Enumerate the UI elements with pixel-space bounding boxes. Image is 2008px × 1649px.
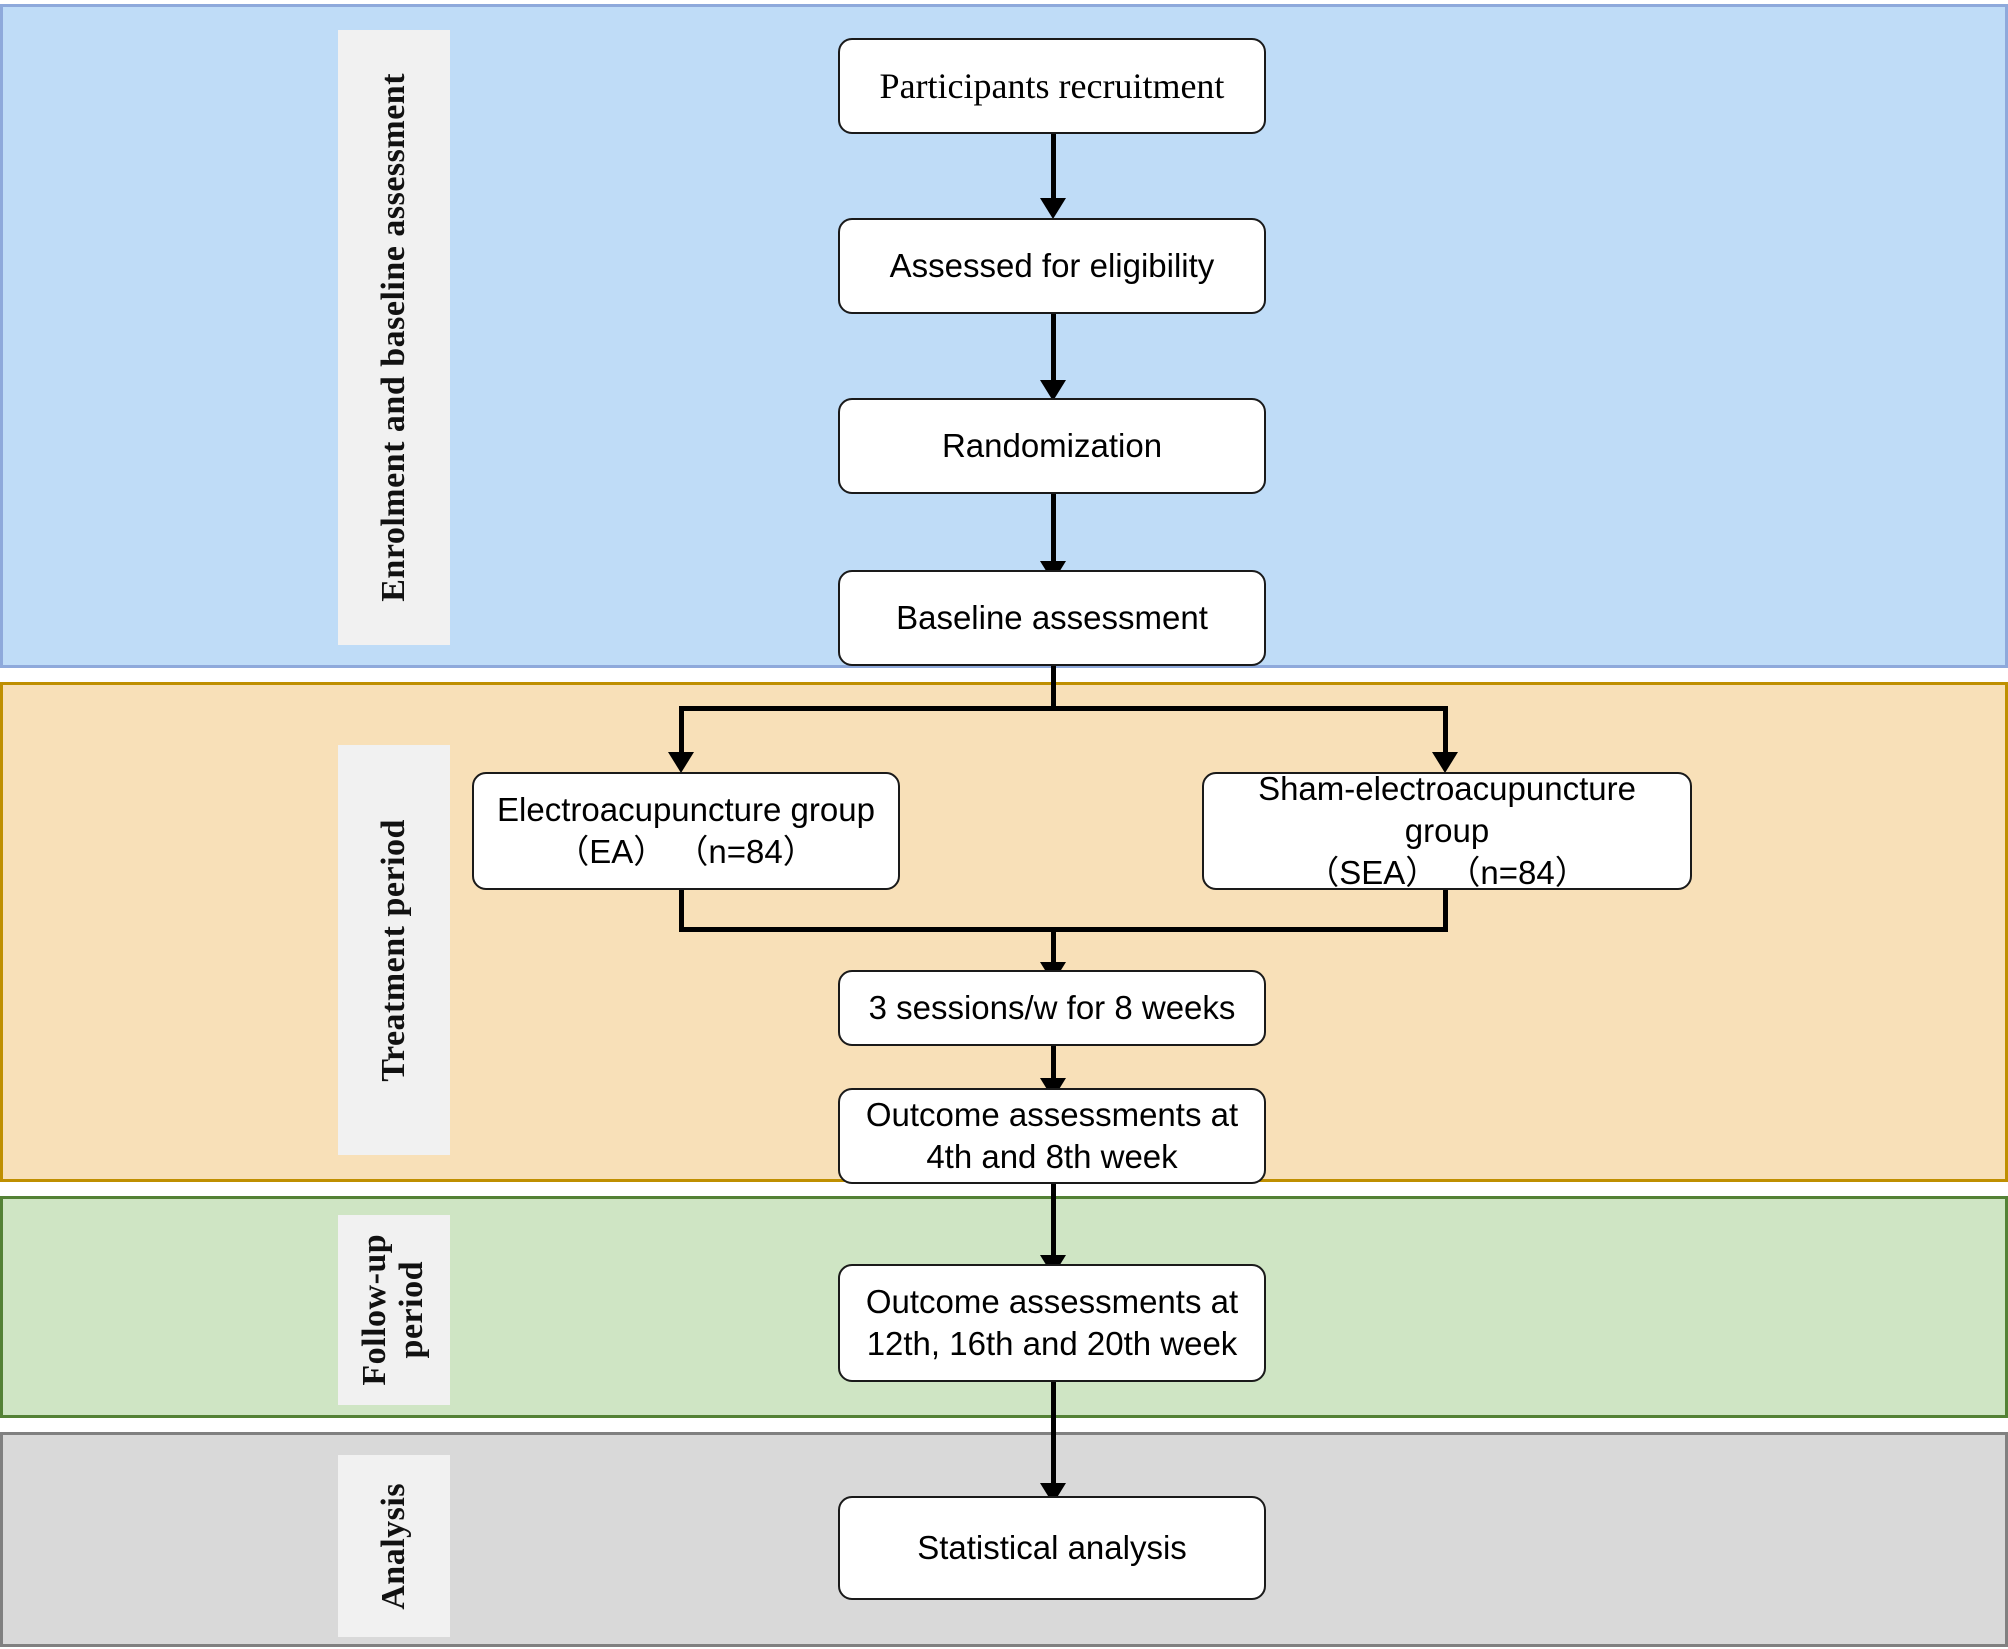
node-participants-recruitment-label: Participants recruitment: [879, 65, 1225, 106]
section-label-treatment-text: Treatment period: [374, 818, 412, 1082]
node-outcome-assessments-treatment-line1: Outcome assessments at: [865, 1095, 1239, 1133]
section-label-analysis: Analysis: [338, 1455, 450, 1637]
node-randomization[interactable]: Randomization: [838, 398, 1266, 494]
connector-baseline-split: [1051, 648, 1056, 710]
node-treatment-sessions[interactable]: 3 sessions/w for 8 weeks: [838, 970, 1266, 1046]
connector-randomization-baseline: [1051, 494, 1056, 568]
node-baseline-assessment[interactable]: Baseline assessment: [838, 570, 1266, 666]
connector-outcome-treatment-followup: [1051, 1172, 1056, 1267]
node-assessed-for-eligibility-label: Assessed for eligibility: [889, 246, 1215, 284]
connector-eligibility-randomization: [1051, 313, 1056, 387]
node-outcome-assessments-followup-line1: Outcome assessments at: [865, 1282, 1239, 1320]
node-statistical-analysis[interactable]: Statistical analysis: [838, 1496, 1266, 1600]
connector-merge-bus: [679, 927, 1448, 932]
node-outcome-assessments-followup-line2: 12th, 16th and 20th week: [866, 1325, 1238, 1362]
arrowhead-sea-group: [1432, 752, 1458, 773]
node-assessed-for-eligibility[interactable]: Assessed for eligibility: [838, 218, 1266, 314]
connector-split-right: [1443, 706, 1448, 758]
arrowhead-randomization: [1040, 380, 1066, 401]
node-sham-electroacupuncture-group-name: Sham-electroacupuncture group: [1258, 769, 1636, 849]
connector-sessions-outcome-treatment: [1051, 1044, 1056, 1090]
connector-recruitment-eligibility: [1051, 133, 1056, 205]
node-outcome-assessments-followup[interactable]: Outcome assessments at 12th, 16th and 20…: [838, 1264, 1266, 1382]
connector-ea-merge: [679, 888, 684, 932]
node-outcome-assessments-treatment-line2: 4th and 8th week: [926, 1138, 1178, 1175]
node-sham-electroacupuncture-group-count: （SEA） （n=84）: [1306, 854, 1588, 892]
section-label-followup: Follow-up period: [338, 1215, 450, 1405]
section-label-treatment: Treatment period: [338, 745, 450, 1155]
connector-merge-sessions: [1051, 927, 1056, 971]
node-electroacupuncture-group[interactable]: Electroacupuncture group （EA） （n=84）: [472, 772, 900, 890]
arrowhead-ea-group: [668, 752, 694, 773]
section-label-followup-text: Follow-up period: [356, 1234, 431, 1386]
node-participants-recruitment[interactable]: Participants recruitment: [838, 38, 1266, 134]
node-treatment-sessions-label: 3 sessions/w for 8 weeks: [868, 988, 1236, 1026]
section-label-enrolment: Enrolment and baseline assessment: [338, 30, 450, 645]
arrowhead-eligibility: [1040, 198, 1066, 219]
node-electroacupuncture-group-count: （EA） （n=84）: [556, 833, 816, 870]
node-statistical-analysis-label: Statistical analysis: [917, 1528, 1187, 1566]
connector-split-bus: [679, 706, 1448, 711]
connector-followup-statistics: [1051, 1382, 1056, 1495]
node-electroacupuncture-group-name: Electroacupuncture group: [497, 790, 875, 828]
connector-split-left: [679, 706, 684, 758]
node-randomization-label: Randomization: [941, 426, 1163, 464]
section-label-analysis-text: Analysis: [374, 1482, 412, 1610]
connector-sea-merge: [1443, 888, 1448, 932]
section-label-enrolment-text: Enrolment and baseline assessment: [374, 73, 412, 602]
node-outcome-assessments-treatment[interactable]: Outcome assessments at 4th and 8th week: [838, 1088, 1266, 1184]
node-sham-electroacupuncture-group[interactable]: Sham-electroacupuncture group （SEA） （n=8…: [1202, 770, 1692, 891]
node-baseline-assessment-label: Baseline assessment: [896, 598, 1208, 636]
